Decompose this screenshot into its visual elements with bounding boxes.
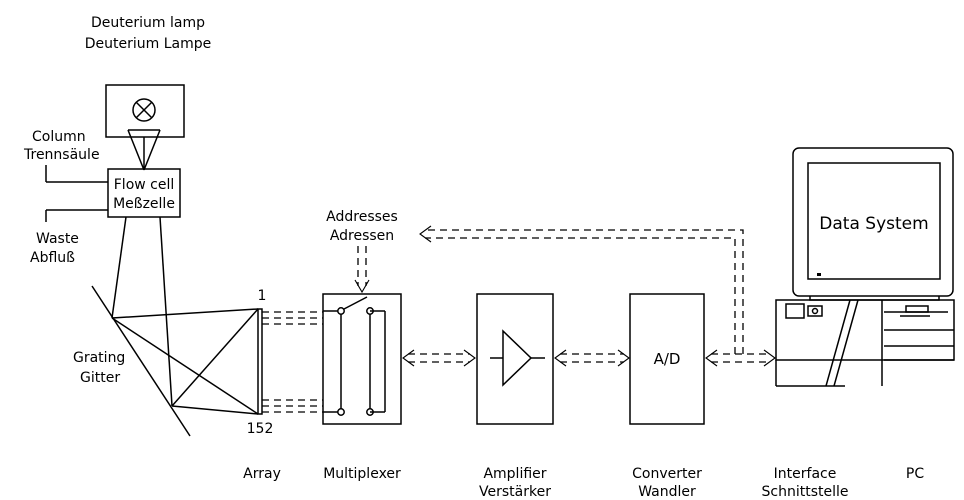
waste-label-en: Waste xyxy=(36,231,79,247)
mux-amp-link xyxy=(402,349,476,367)
flow-cell-label-de: Meßzelle xyxy=(113,196,175,212)
converter-box xyxy=(629,293,705,425)
amp-ad-link xyxy=(554,349,630,367)
column-label-en: Column xyxy=(32,129,86,145)
power-switch-icon xyxy=(785,303,805,319)
caption-interface-en: Interface xyxy=(774,466,837,482)
ad-interface-link xyxy=(705,349,776,367)
array-to-mux-bus xyxy=(262,311,323,413)
lamp-bulb-icon xyxy=(132,98,156,122)
multiplexer: Addresses Adressen xyxy=(322,209,402,425)
array-first-index: 1 xyxy=(258,288,267,304)
address-arrow-icon xyxy=(354,279,370,294)
caption-converter-en: Converter xyxy=(632,466,702,482)
multiplexer-box xyxy=(322,293,402,425)
optical-paths: Grating Gitter xyxy=(73,216,259,437)
ad-converter: A/D xyxy=(629,293,705,425)
column-label-de: Trennsäule xyxy=(23,147,100,163)
caption-amplifier-en: Amplifier xyxy=(483,466,546,482)
caption-amplifier-de: Verstärker xyxy=(479,484,551,500)
array-detector xyxy=(257,308,263,415)
data-system-label: Data System xyxy=(819,214,928,234)
flow-cell: Flow cell Meßzelle xyxy=(107,168,181,218)
addresses-label-de: Adressen xyxy=(330,228,394,244)
captions: Array Multiplexer Amplifier Verstärker C… xyxy=(243,466,924,500)
address-bus-arrow-icon xyxy=(419,225,432,243)
address-bus xyxy=(425,229,744,354)
grating-label-en: Grating xyxy=(73,350,125,366)
diode-array: 1 152 xyxy=(247,288,323,437)
lamp-housing xyxy=(105,84,185,138)
drive-slot-icon xyxy=(905,305,929,313)
deuterium-lamp-label-de: Deuterium Lampe xyxy=(85,36,212,52)
flow-cell-box xyxy=(107,168,181,218)
caption-array: Array xyxy=(243,466,281,482)
grating-icon xyxy=(91,285,191,437)
amplifier-triangle-icon xyxy=(502,329,533,387)
amplifier-box xyxy=(476,293,554,425)
waste-label-de: Abfluß xyxy=(30,250,75,266)
grating-label-de: Gitter xyxy=(80,370,120,386)
monitor-screen xyxy=(807,162,941,280)
caption-multiplexer: Multiplexer xyxy=(323,466,401,482)
addresses-label-en: Addresses xyxy=(326,209,398,225)
caption-interface-de: Schnittstelle xyxy=(762,484,849,500)
amplifier xyxy=(476,293,554,425)
mux-switch-icon xyxy=(343,296,368,310)
monitor-icon xyxy=(792,147,954,297)
caption-pc: PC xyxy=(906,466,924,482)
fluid-lines: Column Trennsäule Waste Abfluß xyxy=(23,129,108,266)
converter-label: A/D xyxy=(654,350,681,368)
deuterium-lamp-label-en: Deuterium lamp xyxy=(91,15,205,31)
deuterium-lamp: Deuterium lamp Deuterium Lampe xyxy=(85,15,212,171)
flow-cell-label-en: Flow cell xyxy=(114,177,175,193)
caption-converter-de: Wandler xyxy=(638,484,696,500)
array-last-index: 152 xyxy=(247,421,274,437)
pc: Data System xyxy=(775,147,955,387)
